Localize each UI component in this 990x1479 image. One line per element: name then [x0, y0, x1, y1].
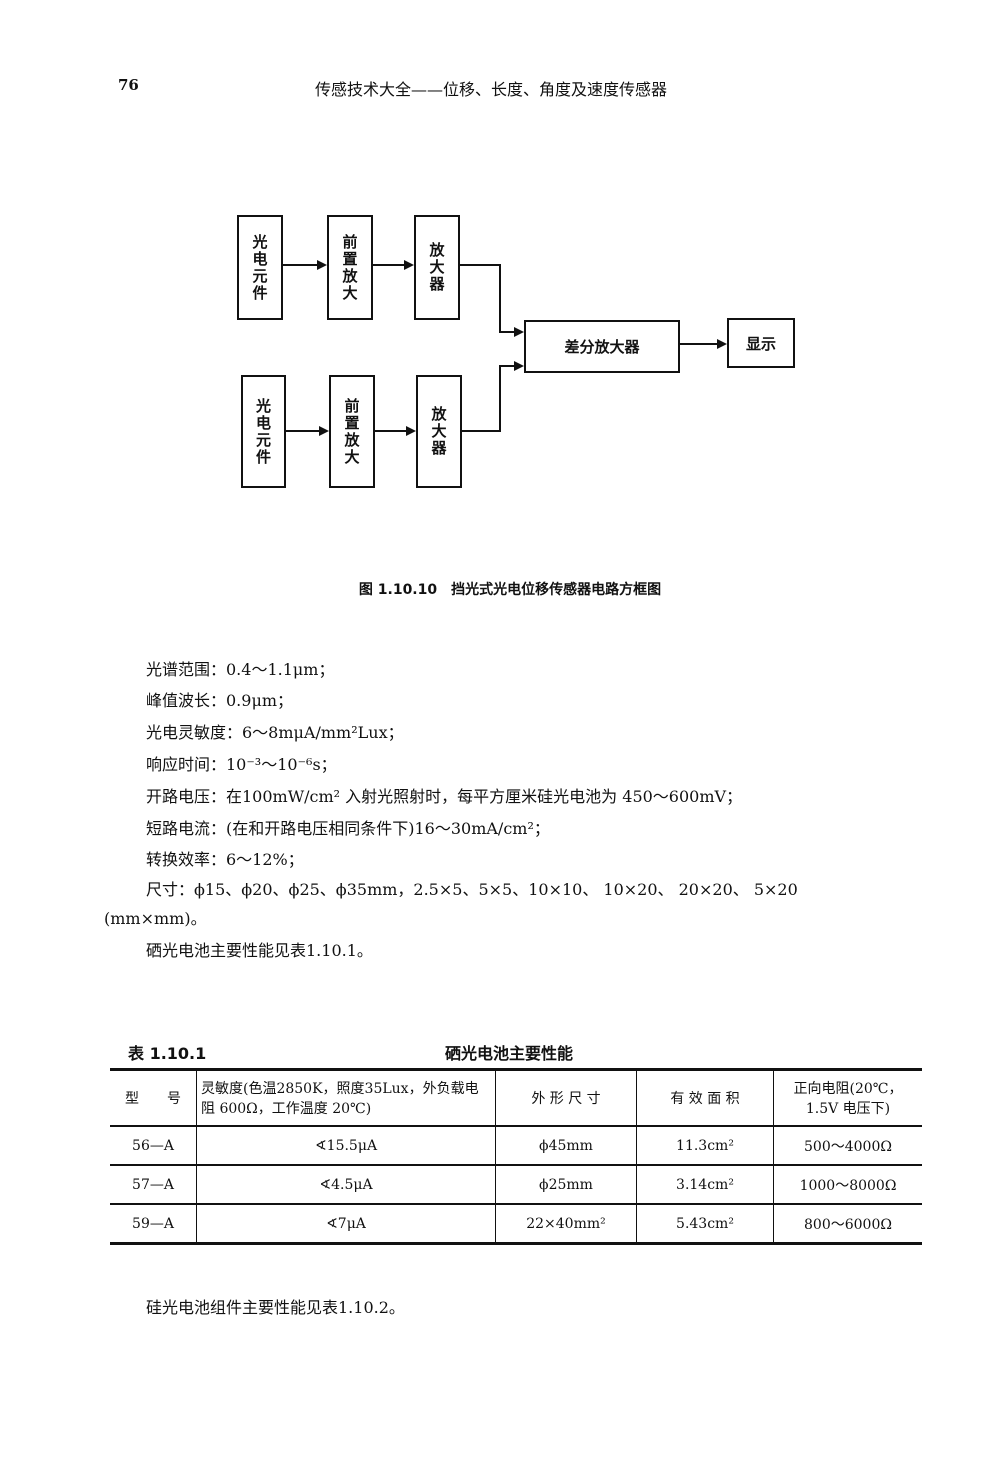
box-label: 差分放大器 [564, 338, 640, 356]
arrow-icon [319, 426, 329, 436]
table-cell: ∢4.5μA [196, 1164, 496, 1204]
box-differential-amp: 差分放大器 [524, 320, 680, 373]
box-label: 显示 [745, 334, 776, 353]
table-cell: 3.14cm² [636, 1164, 774, 1204]
table-title: 硒光电池主要性能 [445, 1044, 574, 1063]
table-cell: ∢15.5μA [196, 1125, 496, 1165]
box-label: 光电元件 [254, 397, 272, 466]
table-cell: ϕ25mm [495, 1164, 637, 1204]
column-header: 正向电阻(20℃，1.5V 电压下) [773, 1068, 922, 1126]
spec-line: 光谱范围：0.4～1.1μm； [146, 660, 335, 679]
connector [462, 430, 500, 432]
connector [499, 365, 514, 367]
paragraph: 硒光电池主要性能见表1.10.1。 [146, 941, 373, 960]
connector [460, 264, 500, 266]
column-header: 外 形 尺 寸 [495, 1068, 637, 1126]
figure-caption: 图 1.10.10 挡光式光电位移传感器电路方框图 [358, 582, 662, 598]
table-cell: 1000～8000Ω [773, 1164, 922, 1204]
column-header: 型 号 [110, 1068, 197, 1126]
box-amp-1: 放大器 [414, 215, 460, 320]
box-label: 放大器 [427, 242, 446, 293]
running-header: 传感技术大全——位移、长度、角度及速度传感器 [315, 80, 668, 99]
box-label: 前置放大 [340, 233, 359, 302]
box-preamp-2: 前置放大 [329, 375, 375, 488]
table-cell: 22×40mm² [495, 1203, 637, 1244]
arrow-icon [717, 339, 727, 349]
table-cell: ϕ45mm [495, 1125, 637, 1165]
table-cell: 800～6000Ω [773, 1203, 922, 1244]
arrow-icon [514, 327, 524, 337]
box-display: 显示 [727, 318, 795, 368]
column-header: 灵敏度(色温2850K，照度35Lux，外负载电阻 600Ω，工作温度 20℃) [196, 1068, 496, 1126]
table-header-row: 型 号 灵敏度(色温2850K，照度35Lux，外负载电阻 600Ω，工作温度 … [110, 1068, 922, 1126]
box-photo-element-1: 光电元件 [237, 215, 283, 320]
table-cell: 59—A [110, 1203, 197, 1244]
connector [283, 264, 317, 266]
connector [499, 331, 514, 333]
table-cell: 57—A [110, 1164, 197, 1204]
table-cell: 5.43cm² [636, 1203, 774, 1244]
box-label: 前置放大 [342, 397, 361, 466]
table-cell: ∢7μA [196, 1203, 496, 1244]
box-label: 放大器 [429, 406, 448, 457]
connector [680, 343, 717, 345]
performance-table: 型 号 灵敏度(色温2850K，照度35Lux，外负载电阻 600Ω，工作温度 … [110, 1068, 922, 1245]
spec-line: 响应时间：10⁻³～10⁻⁶s； [146, 755, 337, 774]
box-photo-element-2: 光电元件 [241, 375, 286, 488]
connector [499, 365, 501, 432]
spec-line: 尺寸：ϕ15、ϕ20、ϕ25、ϕ35mm，2.5×5、5×5、10×10、 10… [146, 880, 798, 899]
connector [373, 264, 404, 266]
table-label: 表 1.10.1 [128, 1044, 207, 1063]
table-cell: 500～4000Ω [773, 1125, 922, 1165]
box-preamp-1: 前置放大 [327, 215, 373, 320]
box-amp-2: 放大器 [416, 375, 462, 488]
page-number: 76 [118, 76, 139, 94]
spec-line: 开路电压：在100mW/cm² 入射光照射时，每平方厘米硅光电池为 450～60… [146, 787, 743, 806]
spec-line: 峰值波长：0.9μm； [146, 691, 294, 710]
box-label: 光电元件 [250, 233, 269, 302]
connector [286, 430, 319, 432]
table-cell: 56—A [110, 1125, 197, 1165]
paragraph: 硅光电池组件主要性能见表1.10.2。 [146, 1298, 405, 1317]
spec-line: 转换效率：6～12%； [146, 850, 304, 869]
connector [499, 264, 501, 332]
arrow-icon [406, 426, 416, 436]
arrow-icon [514, 361, 524, 371]
arrow-icon [404, 260, 414, 270]
arrow-icon [317, 260, 327, 270]
spec-line: 短路电流：(在和开路电压相同条件下)16～30mA/cm²； [146, 819, 550, 838]
connector [375, 430, 406, 432]
spec-line: (mm×mm)。 [104, 909, 207, 928]
column-header: 有 效 面 积 [636, 1068, 774, 1126]
table-cell: 11.3cm² [636, 1125, 774, 1165]
spec-line: 光电灵敏度：6～8mμA/mm²Lux； [146, 723, 404, 742]
